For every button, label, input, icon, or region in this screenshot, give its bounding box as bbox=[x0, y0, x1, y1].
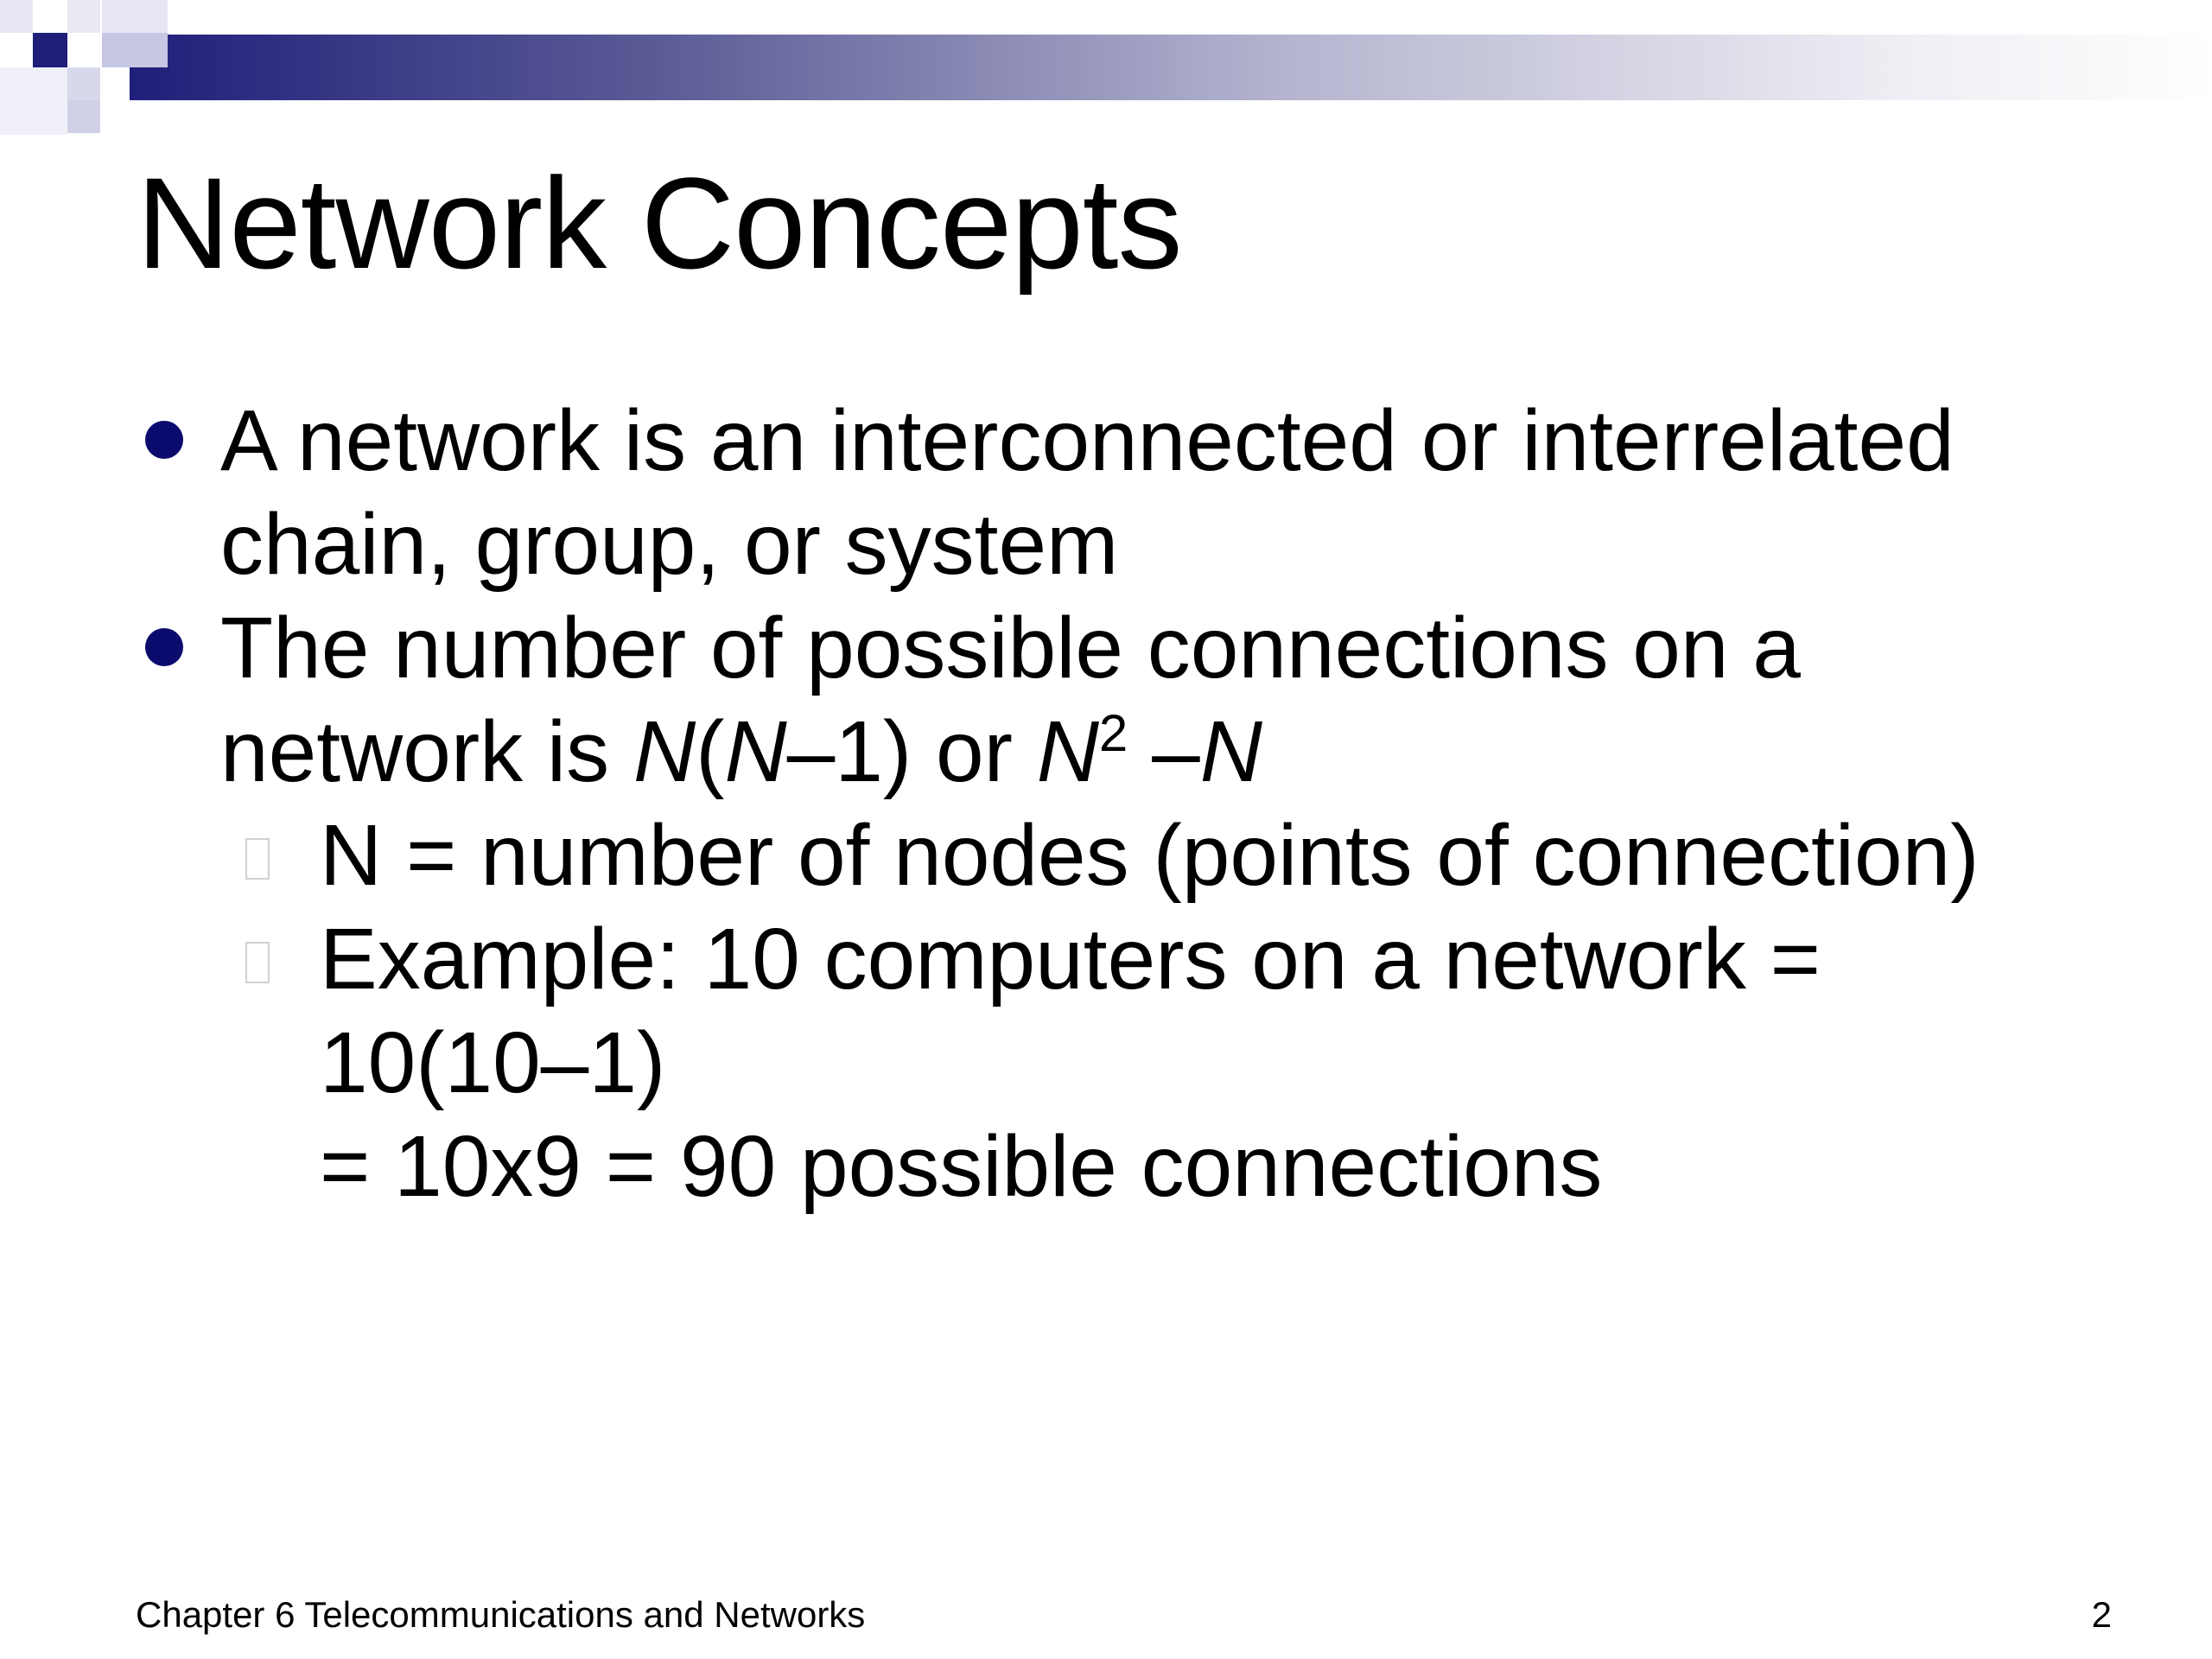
footer-page-number: 2 bbox=[2091, 1594, 2112, 1635]
sub-bullet-line: 10(10–1) bbox=[320, 1014, 666, 1111]
banner-square bbox=[33, 0, 67, 33]
banner-square bbox=[102, 0, 168, 33]
formula-text: –1) or bbox=[786, 703, 1037, 800]
banner-square bbox=[67, 0, 100, 33]
formula-text: – bbox=[1128, 703, 1200, 800]
top-banner bbox=[0, 0, 2212, 138]
banner-square bbox=[67, 100, 100, 133]
bullet-text: A network is an interconnected or interr… bbox=[220, 392, 1955, 593]
bullet-list: A network is an interconnected or interr… bbox=[138, 389, 2126, 1218]
sub-bullet-item: Example: 10 computers on a network = 10(… bbox=[138, 907, 2126, 1218]
bullet-dot-icon bbox=[145, 421, 183, 459]
formula-variable: N bbox=[1036, 703, 1099, 800]
formula-variable: N bbox=[724, 703, 787, 800]
sub-bullet-text: N = number of nodes (points of connectio… bbox=[320, 807, 1980, 904]
formula-exponent: 2 bbox=[1098, 704, 1128, 762]
footer-chapter-title: Chapter 6 Telecommunications and Network… bbox=[136, 1594, 866, 1635]
sub-bullet-line: = 10x9 = 90 possible connections bbox=[320, 1118, 1603, 1215]
formula-paren: ( bbox=[696, 703, 725, 800]
sub-bullet-line: Example: 10 computers on a network = bbox=[320, 911, 1821, 1007]
formula-variable: N bbox=[1199, 703, 1262, 800]
bullet-item: The number of possible connections on a … bbox=[138, 596, 2126, 804]
banner-square bbox=[33, 33, 67, 67]
banner-square bbox=[0, 67, 67, 135]
sub-bullet-item: N = number of nodes (points of connectio… bbox=[138, 804, 2126, 907]
banner-gradient-bar bbox=[130, 35, 2212, 100]
formula-variable: N bbox=[632, 703, 696, 800]
banner-square bbox=[0, 0, 33, 33]
banner-square bbox=[102, 33, 168, 67]
bullet-item: A network is an interconnected or interr… bbox=[138, 389, 2126, 596]
bullet-dot-icon bbox=[145, 628, 183, 666]
slide-title: Network Concepts bbox=[137, 150, 1182, 296]
bullet-text: The number of possible connections on a … bbox=[220, 600, 1801, 800]
sub-bullet-box-icon bbox=[245, 838, 270, 880]
banner-square bbox=[67, 67, 100, 100]
sub-bullet-box-icon bbox=[245, 942, 270, 983]
connections-formula: N(N–1) or N2 –N bbox=[633, 703, 1262, 800]
